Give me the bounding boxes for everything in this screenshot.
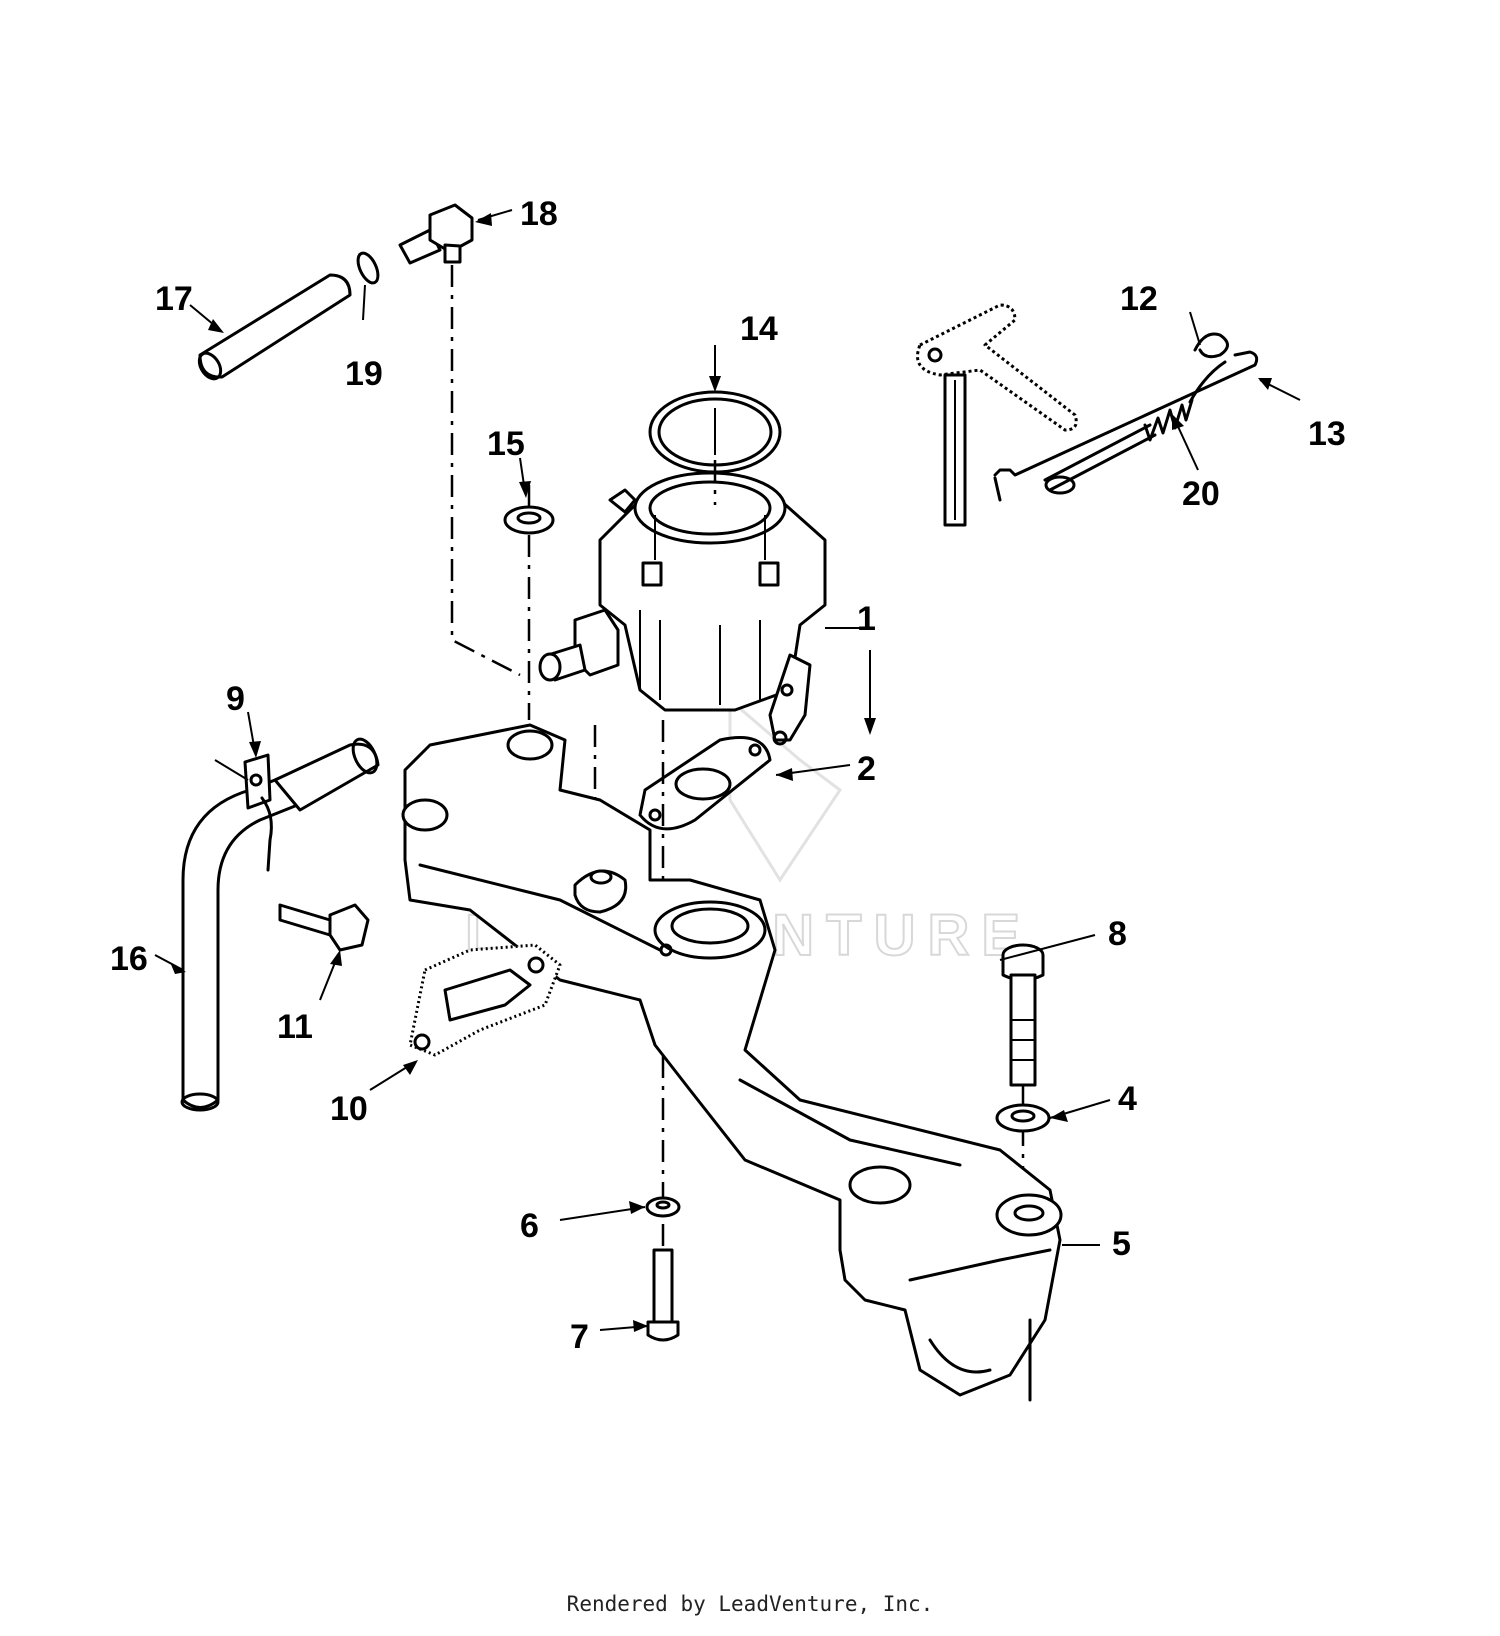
callout-16[interactable]: 16 (110, 940, 148, 978)
throttle-lever-part-linkage[interactable] (916, 303, 1078, 527)
washer-part-15[interactable] (503, 505, 555, 535)
carburetor-part-1[interactable] (538, 471, 827, 746)
bolt-part-7[interactable] (646, 1248, 680, 1342)
callout-20[interactable]: 20 (1182, 475, 1220, 513)
bolt-part-11[interactable] (278, 903, 370, 952)
callout-7[interactable]: 7 (570, 1318, 589, 1356)
washer-part-4[interactable] (995, 1103, 1051, 1133)
callout-15[interactable]: 15 (487, 425, 525, 463)
fuel-hose-part-17[interactable] (195, 273, 352, 383)
callout-6[interactable]: 6 (520, 1207, 539, 1245)
footer-credit: Rendered by LeadVenture, Inc. (566, 1592, 934, 1616)
callout-19[interactable]: 19 (345, 355, 383, 393)
callout-11[interactable]: 11 (277, 1008, 313, 1046)
callout-10[interactable]: 10 (330, 1090, 368, 1128)
spring-part-20[interactable] (1043, 360, 1227, 495)
hose-clamp-part-19[interactable] (354, 250, 382, 286)
callout-1[interactable]: 1 (857, 600, 876, 638)
spring-clip-part-12[interactable] (1193, 332, 1229, 359)
callout-9[interactable]: 9 (226, 680, 245, 718)
breather-tube-part-16[interactable] (180, 735, 382, 1112)
clamp-bracket-part-9[interactable] (214, 753, 273, 872)
manifold-gasket-part-10[interactable] (408, 943, 562, 1057)
callout-18[interactable]: 18 (520, 195, 558, 233)
intake-manifold-part-5[interactable] (401, 723, 1063, 1397)
callout-labels: 1 2 4 5 6 7 8 9 10 11 12 13 14 15 16 17 … (110, 195, 1346, 1356)
bolt-part-8[interactable] (1001, 943, 1045, 1087)
carburetor-gasket-part-2[interactable] (638, 736, 772, 831)
callout-8[interactable]: 8 (1108, 915, 1127, 953)
elbow-fitting-part-18[interactable] (398, 203, 474, 265)
callout-13[interactable]: 13 (1308, 415, 1346, 453)
callout-2[interactable]: 2 (857, 750, 876, 788)
callout-12[interactable]: 12 (1120, 280, 1158, 318)
callout-4[interactable]: 4 (1118, 1080, 1137, 1118)
callout-5[interactable]: 5 (1112, 1225, 1131, 1263)
washer-part-6[interactable] (645, 1196, 681, 1218)
throttle-rod-part-13[interactable] (993, 350, 1259, 502)
callout-17[interactable]: 17 (155, 280, 193, 318)
callout-14[interactable]: 14 (740, 310, 778, 348)
callout-leaders (154, 209, 1301, 1332)
leader-dash-18 (450, 265, 521, 677)
